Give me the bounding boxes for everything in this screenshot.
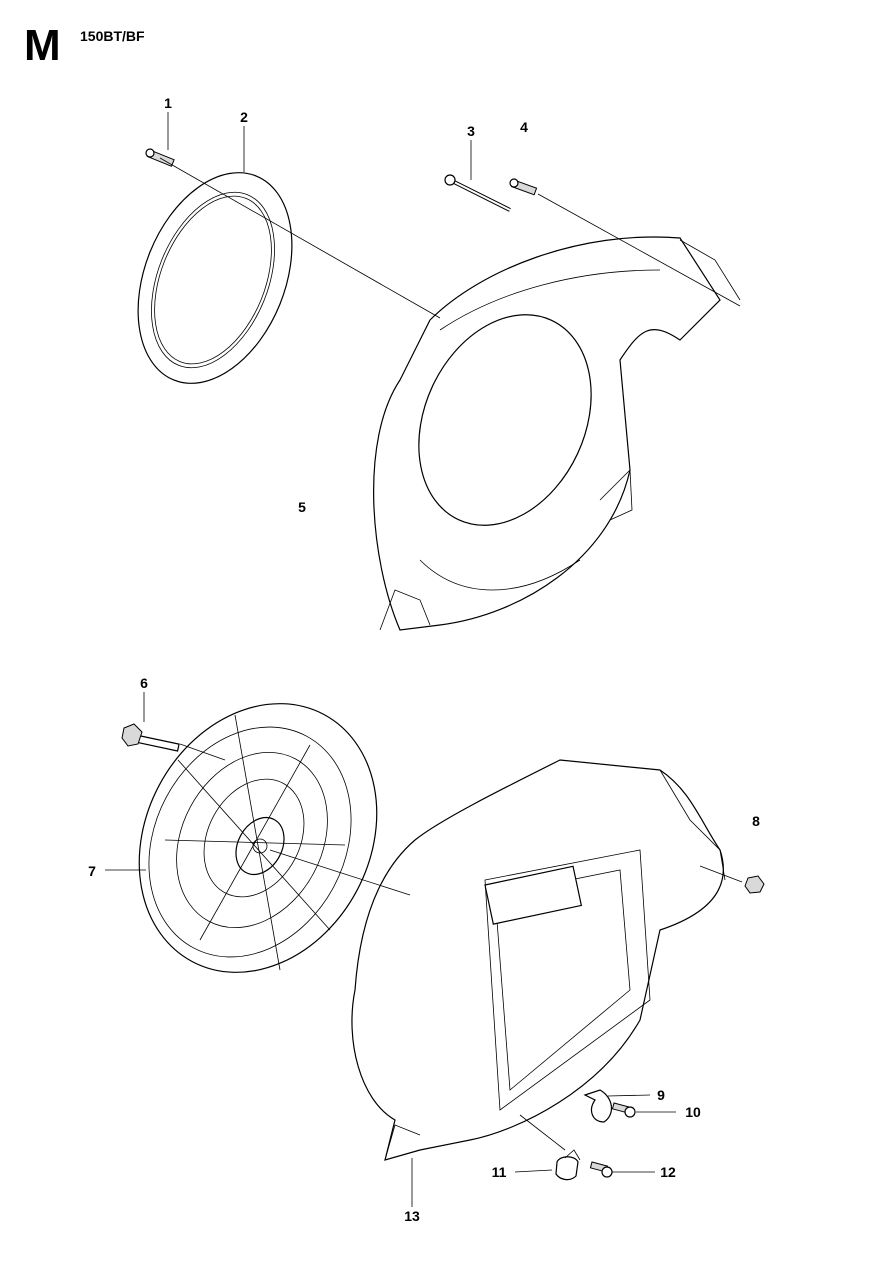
model-code: 150BT/BF	[80, 28, 145, 44]
leader-line-8	[699, 865, 743, 883]
callout-12: 12	[660, 1164, 676, 1180]
callout-13: 13	[404, 1208, 420, 1224]
callout-10: 10	[685, 1104, 701, 1120]
assembly-line-6b	[269, 849, 411, 896]
bolt-part-3	[444, 174, 511, 212]
section-letter: M	[24, 21, 61, 70]
callout-4: 4	[520, 119, 528, 135]
callout-2: 2	[240, 109, 248, 125]
blower-cover-part-5	[373, 236, 741, 631]
fan-housing-part-13	[351, 759, 726, 1161]
callout-3: 3	[467, 123, 475, 139]
fan-wheel-part-7	[138, 703, 378, 973]
callout-9: 9	[657, 1087, 665, 1103]
assembly-line-11	[519, 1114, 566, 1151]
clamp-part-11	[555, 1149, 581, 1181]
screw-part-12	[589, 1161, 613, 1178]
callout-7: 7	[88, 863, 96, 879]
callout-8: 8	[752, 813, 760, 829]
ring-part-2	[137, 172, 293, 384]
assembly-line-6	[179, 743, 226, 761]
screw-part-10	[611, 1102, 636, 1118]
leader-line-11	[514, 1169, 553, 1173]
callout-6: 6	[140, 675, 148, 691]
nut-part-8	[744, 875, 765, 894]
callout-11: 11	[492, 1164, 507, 1180]
callout-5: 5	[298, 499, 306, 515]
bolt-part-6	[121, 723, 180, 752]
leader-line-9	[607, 1094, 651, 1097]
screw-part-4	[509, 178, 538, 196]
clamp-part-9	[583, 1089, 612, 1123]
assembly-line-1	[159, 157, 441, 319]
assembly-line-4	[537, 193, 741, 307]
callout-1: 1	[164, 95, 172, 111]
